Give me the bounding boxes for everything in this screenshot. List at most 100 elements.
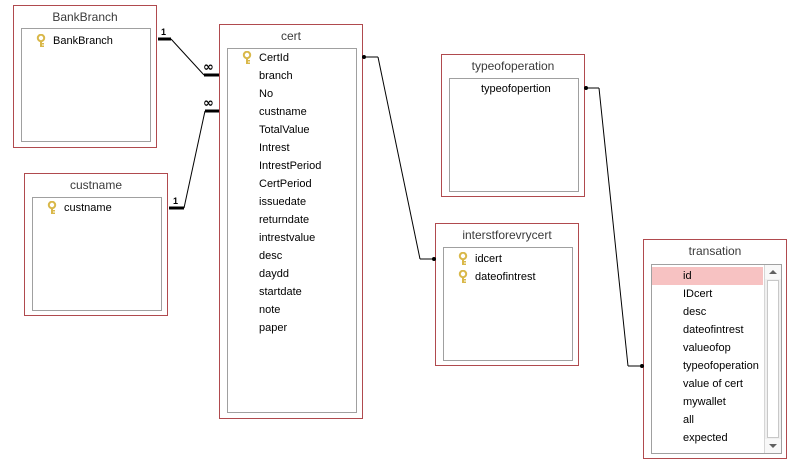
field-row[interactable]: IDcert xyxy=(652,285,781,303)
field-name: value of cert xyxy=(683,378,743,390)
field-list: typeofopertion xyxy=(449,78,579,192)
field-name: startdate xyxy=(259,286,302,298)
field-name: paper xyxy=(259,322,288,334)
field-name: No xyxy=(259,88,274,100)
field-name: id xyxy=(683,270,692,282)
field-list: BankBranch xyxy=(21,28,151,142)
field-name: branch xyxy=(259,70,293,82)
field-row[interactable]: issuedate xyxy=(228,193,356,211)
table-title[interactable]: custname xyxy=(69,178,123,192)
relationship-one-label: 1 xyxy=(173,196,178,206)
primary-key-icon xyxy=(458,251,469,266)
primary-key-icon xyxy=(458,269,469,284)
field-row[interactable]: valueofop xyxy=(652,339,781,357)
table-cert[interactable]: cert CertId branch No custname TotalValu… xyxy=(219,24,363,419)
field-row[interactable]: custname xyxy=(228,103,356,121)
scroll-up-button[interactable] xyxy=(765,265,781,279)
field-row[interactable]: dateofintrest xyxy=(652,321,781,339)
field-name: daydd xyxy=(259,268,289,280)
table-title[interactable]: transation xyxy=(688,244,742,258)
field-name: expected xyxy=(683,432,728,444)
field-name: issuedate xyxy=(259,196,307,208)
field-name: typeofopertion xyxy=(481,83,551,95)
field-row[interactable]: intrestvalue xyxy=(228,229,356,247)
primary-key-icon xyxy=(36,33,47,48)
field-row[interactable]: typeofopertion xyxy=(450,80,578,98)
field-row[interactable]: dateofintrest xyxy=(444,268,572,286)
relationship-custname-cert[interactable] xyxy=(169,109,219,210)
field-row[interactable]: startdate xyxy=(228,283,356,301)
field-name: TotalValue xyxy=(259,124,310,136)
field-name: mywallet xyxy=(683,396,726,408)
field-list: idcert dateofintrest xyxy=(443,247,573,361)
field-row[interactable]: note xyxy=(228,301,356,319)
field-list: CertId branch No custname TotalValue Int… xyxy=(227,48,357,413)
table-title[interactable]: BankBranch xyxy=(52,10,118,24)
table-title[interactable]: typeofoperation xyxy=(471,59,555,73)
field-name: desc xyxy=(259,250,283,262)
field-row[interactable]: Intrest xyxy=(228,139,356,157)
table-custname[interactable]: custname custname xyxy=(24,173,168,316)
field-name: valueofop xyxy=(683,342,731,354)
field-name: idcert xyxy=(475,253,502,265)
primary-key-icon xyxy=(47,200,58,215)
field-row[interactable]: IntrestPeriod xyxy=(228,157,356,175)
field-name: dateofintrest xyxy=(683,324,744,336)
field-row[interactable]: BankBranch xyxy=(22,32,150,50)
table-interstforevrycert[interactable]: interstforevrycert idcert dateofintrest xyxy=(435,223,579,366)
field-name: Intrest xyxy=(259,142,290,154)
field-name: dateofintrest xyxy=(475,271,536,283)
field-name: CertId xyxy=(259,52,289,64)
field-name: note xyxy=(259,304,281,316)
field-row[interactable]: CertId xyxy=(228,49,356,67)
field-name: custname xyxy=(259,106,307,118)
field-name: BankBranch xyxy=(53,35,113,47)
field-name: IDcert xyxy=(683,288,713,300)
field-name: returndate xyxy=(259,214,310,226)
field-row[interactable]: typeofoperation xyxy=(652,357,781,375)
field-name: CertPeriod xyxy=(259,178,312,190)
field-row[interactable]: idcert xyxy=(444,250,572,268)
field-row-selected[interactable]: id xyxy=(652,267,763,285)
relationship-cert-interstforevrycert[interactable] xyxy=(362,55,436,261)
field-name: custname xyxy=(64,202,112,214)
field-row[interactable]: No xyxy=(228,85,356,103)
field-row[interactable]: mywallet xyxy=(652,393,781,411)
chevron-up-icon xyxy=(769,270,777,274)
field-name: desc xyxy=(683,306,707,318)
field-row[interactable]: branch xyxy=(228,67,356,85)
scroll-down-button[interactable] xyxy=(765,439,781,453)
field-row[interactable]: expected xyxy=(652,429,781,447)
field-name: all xyxy=(683,414,695,426)
field-row[interactable]: all xyxy=(652,411,781,429)
scrollbar-thumb[interactable] xyxy=(767,280,779,438)
relationship-many-label: ∞ xyxy=(203,96,214,111)
relationship-one-label: 1 xyxy=(161,27,166,37)
field-name: typeofoperation xyxy=(683,360,759,372)
vertical-scrollbar[interactable] xyxy=(764,265,781,453)
table-title[interactable]: cert xyxy=(280,29,301,43)
field-row[interactable]: daydd xyxy=(228,265,356,283)
table-typeofoperation[interactable]: typeofoperation typeofopertion xyxy=(441,54,585,197)
field-row[interactable]: returndate xyxy=(228,211,356,229)
relationship-bankbranch-cert[interactable] xyxy=(158,37,219,77)
field-name: intrestvalue xyxy=(259,232,316,244)
field-list: custname xyxy=(32,197,162,311)
chevron-down-icon xyxy=(769,444,777,448)
field-row[interactable]: desc xyxy=(228,247,356,265)
field-list: id IDcert desc dateofintrest valueofop t… xyxy=(651,264,782,454)
field-row[interactable]: value of cert xyxy=(652,375,781,393)
field-row[interactable]: CertPeriod xyxy=(228,175,356,193)
relationship-many-label: ∞ xyxy=(203,60,214,75)
table-title[interactable]: interstforevrycert xyxy=(462,228,552,242)
field-row[interactable]: paper xyxy=(228,319,356,337)
field-row[interactable]: custname xyxy=(33,199,161,217)
field-name: IntrestPeriod xyxy=(259,160,322,172)
table-transation[interactable]: transation id IDcert desc dateofintrest … xyxy=(643,239,787,459)
primary-key-icon xyxy=(242,50,253,65)
relationship-typeofoperation-transation[interactable] xyxy=(584,86,644,368)
field-row[interactable]: TotalValue xyxy=(228,121,356,139)
table-bankbranch[interactable]: BankBranch BankBranch xyxy=(13,5,157,148)
field-row[interactable]: desc xyxy=(652,303,781,321)
